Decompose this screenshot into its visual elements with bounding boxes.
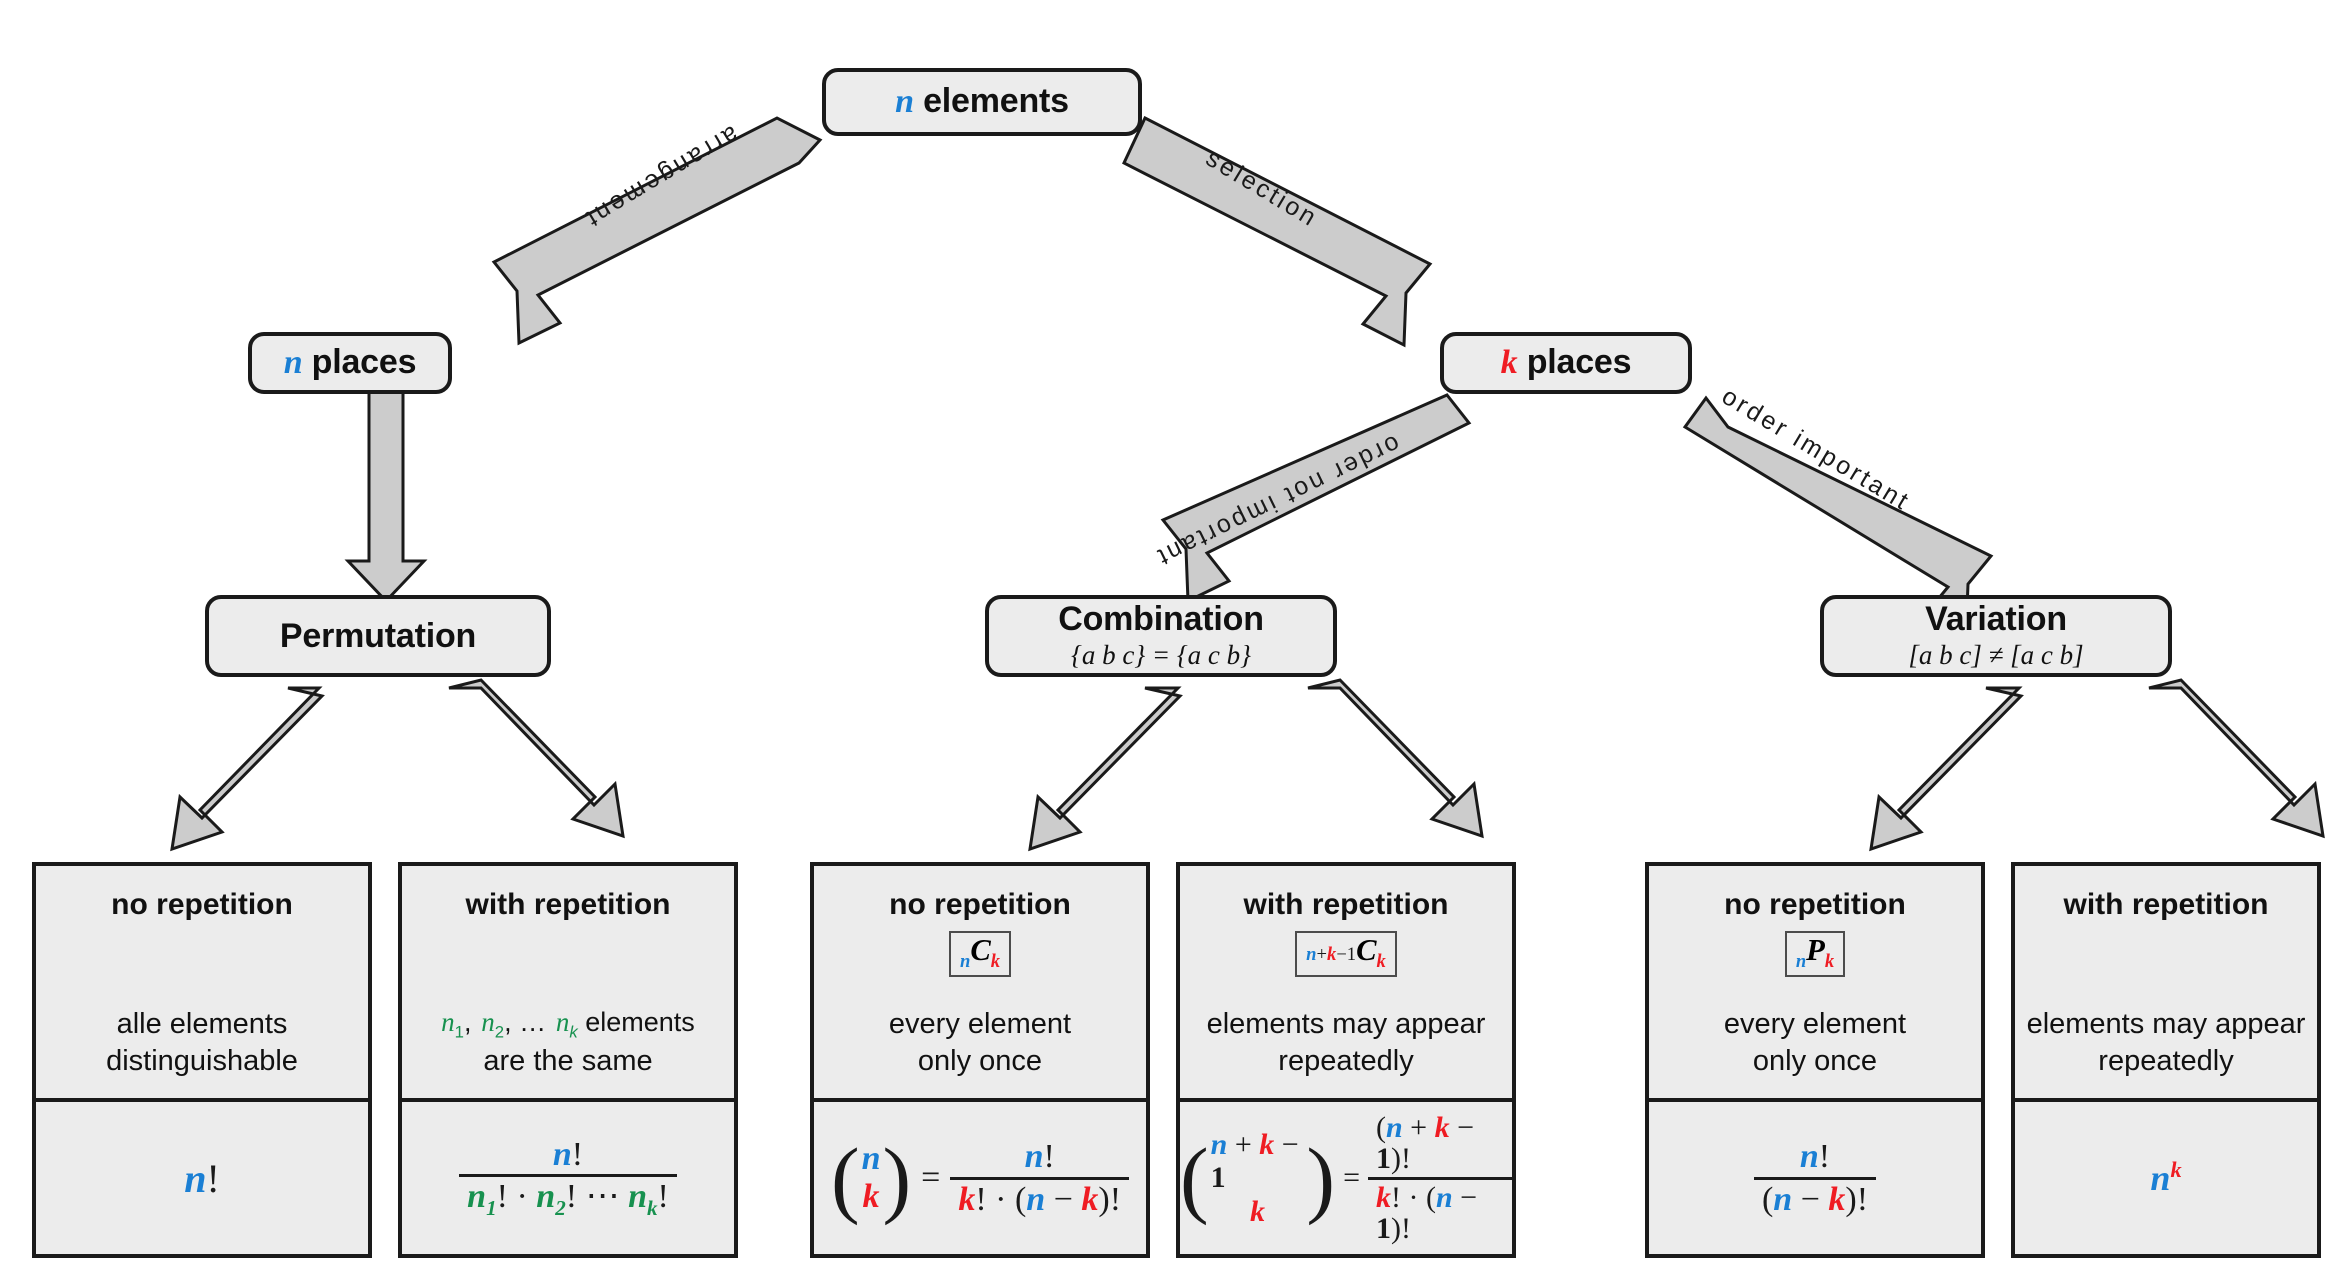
node-variation-title: Variation	[1925, 600, 2067, 639]
variable-k: k	[1500, 344, 1518, 382]
leaf-upper: with repetition n1, n2, … nk elements ar…	[402, 866, 734, 1102]
leaf-upper: no repetition nCk every element only onc…	[814, 866, 1146, 1102]
node-k-places-label: k places	[1501, 344, 1632, 382]
arrow-permutation-no-repetition	[170, 686, 325, 852]
leaf-description-line1: elements may appear	[1206, 1007, 1486, 1040]
leaf-description-line1: elements may appear	[2026, 1007, 2306, 1040]
edge-label-arrangement: arrangement	[579, 119, 744, 234]
leaf-head: with repetition	[2063, 888, 2269, 921]
leaf-description: every element only once	[1649, 1006, 1981, 1080]
node-variation[interactable]: Variation [a b c] ≠ [a c b]	[1820, 595, 2172, 677]
leaf-formula: nk	[2150, 1157, 2182, 1198]
node-n-places-label: n places	[284, 344, 417, 382]
leaf-description-line1: n1, n2, … nk elements	[441, 1007, 695, 1042]
edge-label-order-not-important: order not important	[1151, 429, 1405, 573]
leaf-upper: no repetition alle elements distinguisha…	[36, 866, 368, 1102]
leaf-upper: no repetition nPk every element only onc…	[1649, 866, 1981, 1102]
node-combination-subtitle: {a b c} = {a c b}	[1071, 639, 1251, 670]
leaf-description: elements may appear repeatedly	[1180, 1006, 1512, 1080]
leaf-formula: n! (n − k)!	[1649, 1102, 1981, 1254]
leaf-description-line1: every element	[1723, 1007, 1907, 1040]
leaf-description-line2: repeatedly	[1278, 1044, 1414, 1077]
leaf-description: alle elements distinguishable	[36, 1006, 368, 1080]
leaf-description: every element only once	[814, 1006, 1146, 1080]
arrow-selection	[1122, 115, 1433, 348]
node-permutation-title: Permutation	[279, 616, 477, 655]
node-n-places[interactable]: n places	[248, 332, 452, 394]
leaf-variation-no-repetition[interactable]: no repetition nPk every element only onc…	[1645, 862, 1985, 1258]
arrow-combination-with-repetition	[1307, 678, 1484, 839]
leaf-description-line1: every element	[888, 1007, 1072, 1040]
leaf-formula: n! n1! · n2! ⋯ nk!	[402, 1102, 734, 1254]
variable-n: n	[895, 83, 914, 121]
node-combination[interactable]: Combination {a b c} = {a c b}	[985, 595, 1337, 677]
leaf-description-line1: alle elements	[116, 1007, 288, 1040]
leaf-head: with repetition	[1243, 888, 1449, 921]
arrow-order-not-important	[1160, 393, 1472, 604]
node-n-elements-text: elements	[923, 82, 1069, 121]
leaf-notation: nCk	[948, 931, 1012, 977]
edge-label-order-important: order important	[1717, 382, 1916, 517]
leaf-formula: n!	[184, 1155, 220, 1201]
leaf-formula: ( n + k − 1 k ) = (n + k − 1)! k! · (n −…	[1180, 1102, 1512, 1254]
node-n-places-text: places	[311, 343, 417, 382]
leaf-description-line2: only once	[917, 1044, 1043, 1077]
leaf-notation: n+k−1Ck	[1295, 931, 1397, 977]
node-permutation[interactable]: Permutation	[205, 595, 551, 677]
leaf-description: n1, n2, … nk elements are the same	[402, 1005, 734, 1080]
leaf-head: no repetition	[889, 888, 1071, 921]
leaf-description-line2: only once	[1752, 1044, 1878, 1077]
node-k-places[interactable]: k places	[1440, 332, 1692, 394]
leaf-upper: with repetition n+k−1Ck elements may app…	[1180, 866, 1512, 1102]
arrow-n-places-to-permutation	[344, 386, 428, 604]
leaf-head: no repetition	[111, 888, 293, 921]
edge-label-selection: selection	[1201, 144, 1324, 233]
node-n-elements[interactable]: n elements	[822, 68, 1142, 136]
leaf-upper: with repetition elements may appear repe…	[2015, 866, 2317, 1102]
node-variation-subtitle: [a b c] ≠ [a c b]	[1908, 639, 2084, 670]
leaf-head: no repetition	[1724, 888, 1906, 921]
arrow-arrangement	[491, 116, 823, 346]
node-combination-title: Combination	[1058, 600, 1264, 639]
arrow-combination-no-repetition	[1028, 686, 1183, 852]
variable-n: n	[283, 344, 303, 382]
leaf-description-line2: repeatedly	[2098, 1044, 2234, 1077]
arrow-variation-with-repetition	[2148, 678, 2325, 839]
leaf-head: with repetition	[465, 888, 671, 921]
node-k-places-text: places	[1526, 343, 1632, 382]
leaf-variation-with-repetition[interactable]: with repetition elements may appear repe…	[2011, 862, 2321, 1258]
arrow-variation-no-repetition	[1869, 686, 2024, 852]
leaf-description-line2: distinguishable	[106, 1044, 298, 1077]
leaf-notation: nPk	[1784, 931, 1846, 977]
leaf-permutation-no-repetition[interactable]: no repetition alle elements distinguisha…	[32, 862, 372, 1258]
leaf-combination-no-repetition[interactable]: no repetition nCk every element only onc…	[810, 862, 1150, 1258]
leaf-description: elements may appear repeatedly	[2015, 1006, 2317, 1080]
arrow-permutation-with-repetition	[448, 678, 625, 839]
leaf-formula: ( n k ) = n! k! · (n − k)!	[814, 1102, 1146, 1254]
leaf-description-line2: are the same	[483, 1044, 653, 1077]
leaf-permutation-with-repetition[interactable]: with repetition n1, n2, … nk elements ar…	[398, 862, 738, 1258]
node-n-elements-label: n elements	[895, 83, 1069, 121]
leaf-combination-with-repetition[interactable]: with repetition n+k−1Ck elements may app…	[1176, 862, 1516, 1258]
